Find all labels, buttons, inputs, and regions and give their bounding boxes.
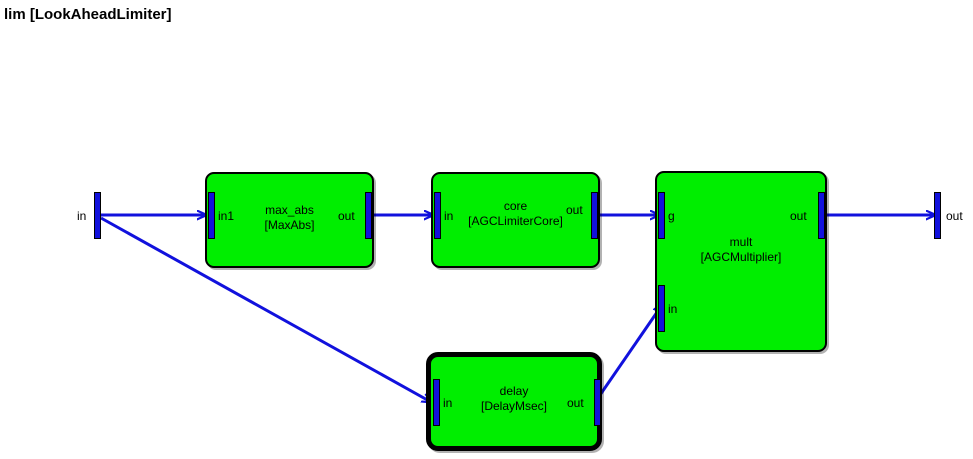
input-terminal-label: in <box>77 209 87 223</box>
port-delay-in[interactable] <box>433 379 440 426</box>
port-delay-in-label: in <box>443 396 453 410</box>
port-mult-out-label: out <box>790 209 807 223</box>
port-mult-out[interactable] <box>818 192 825 239</box>
port-core-in[interactable] <box>434 192 441 239</box>
port-mult-g-label: g <box>668 209 675 223</box>
block-max_abs-name: max_abs <box>265 203 314 217</box>
port-max_abs-out[interactable] <box>365 192 372 239</box>
output-terminal-out[interactable] <box>934 192 941 239</box>
block-mult-name: mult <box>729 235 753 249</box>
port-max_abs-in1[interactable] <box>208 192 215 239</box>
port-max_abs-in1-label: in1 <box>218 209 235 223</box>
output-terminal-label: out <box>946 209 963 223</box>
port-delay-out-label: out <box>567 396 584 410</box>
port-core-out[interactable] <box>591 192 598 239</box>
page-title: lim [LookAheadLimiter] <box>4 6 172 23</box>
block-delay-name: delay <box>499 384 529 398</box>
block-core-name: core <box>503 199 528 213</box>
port-mult-in-label: in <box>668 302 678 316</box>
port-mult-g[interactable] <box>658 192 665 239</box>
port-core-in-label: in <box>444 209 454 223</box>
block-mult-label: mult [AGCMultiplier] <box>657 235 825 265</box>
port-delay-out[interactable] <box>594 379 601 426</box>
block-core[interactable]: core [AGCLimiterCore] <box>431 172 600 268</box>
input-terminal-in[interactable] <box>94 192 101 239</box>
block-mult-type: [AGCMultiplier] <box>700 250 782 264</box>
block-mult[interactable]: mult [AGCMultiplier] <box>655 171 827 352</box>
wire-delay-to-mult-in <box>598 305 662 396</box>
port-max_abs-out-label: out <box>338 209 355 223</box>
port-core-out-label: out <box>566 203 583 217</box>
port-mult-in[interactable] <box>658 285 665 332</box>
